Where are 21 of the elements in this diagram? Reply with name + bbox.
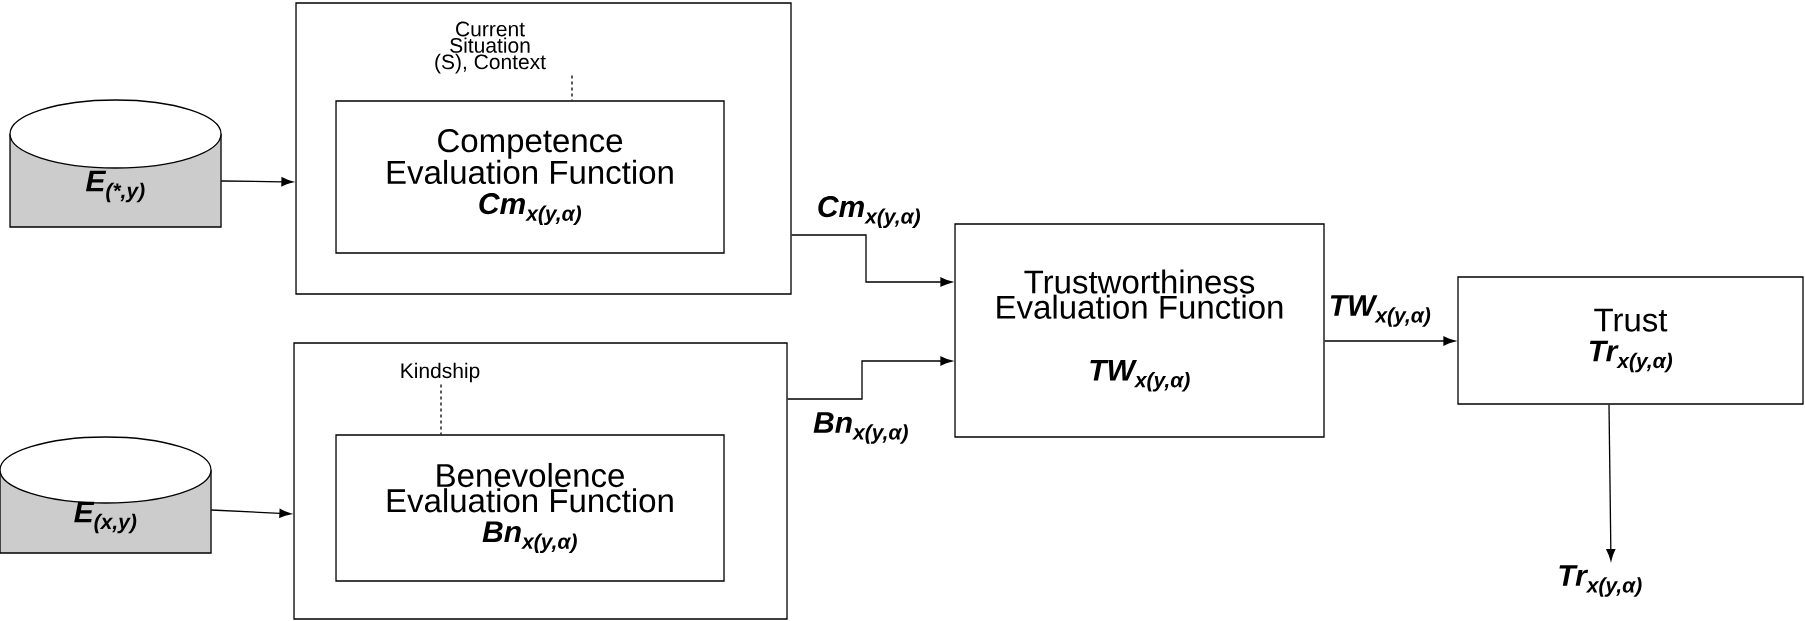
arrow: [787, 356, 953, 400]
edge-label: TW$_{x(y,α)}$: [1327, 294, 1433, 328]
output-label: Tr$_{x(y,α)}$: [1559, 565, 1642, 597]
outer-box: [293, 342, 788, 620]
arrow: [210, 508, 292, 518]
process-box: Trustworthiness Evaluation Function TW$_{x(y,α)}$: [954, 223, 1325, 438]
dashed-line: [440, 383, 442, 435]
context-label: Current Situation (S), Context: [435, 21, 546, 74]
database-cylinder: E$_{(*,y)}$: [9, 99, 222, 228]
arrow: [1606, 404, 1616, 561]
edge-label: Cm$_{x(y,α)}$: [815, 195, 923, 229]
process-box: Competence Evaluation Function Cm$_{x(y,α)}$: [335, 100, 725, 254]
arrow: [220, 177, 294, 187]
process-box: Trust Tr$_{x(y,α)}$: [1457, 276, 1804, 405]
arrow: [1324, 336, 1456, 346]
edge-label: Bn$_{x(y,α)}$: [812, 411, 910, 445]
database-cylinder: E$_{(x,y)}$: [0, 436, 212, 554]
context-label: Kindship: [401, 362, 480, 383]
arrow: [791, 234, 953, 287]
outer-box: [295, 2, 792, 295]
process-box: Benevolence Evaluation Function Bn$_{x(y,α)}$: [335, 434, 725, 582]
